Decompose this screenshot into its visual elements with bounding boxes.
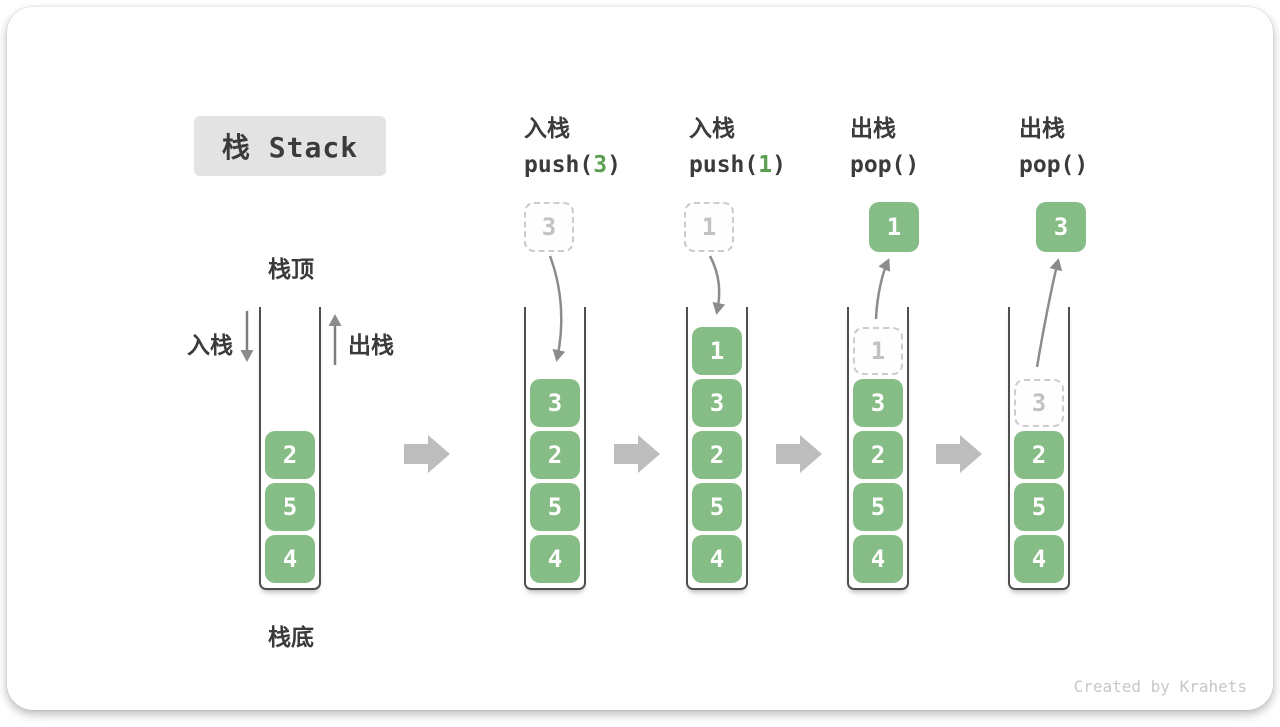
step-header-push3: 入栈 push(3) bbox=[524, 109, 621, 178]
op-call: push(3) bbox=[524, 152, 621, 178]
op-call: pop() bbox=[850, 152, 920, 178]
stack-container-3 bbox=[686, 307, 748, 590]
op-name: 入栈 bbox=[689, 116, 735, 142]
stack-value: 2 bbox=[692, 431, 742, 479]
stack-container-5 bbox=[1008, 307, 1070, 590]
stack-value: 4 bbox=[530, 535, 580, 583]
ghost-popped-slot: 1 bbox=[853, 327, 903, 375]
op-call: pop() bbox=[1019, 152, 1089, 178]
op-arg: 3 bbox=[593, 152, 608, 178]
stack-value: 4 bbox=[692, 535, 742, 583]
next-step-arrow bbox=[776, 435, 822, 473]
stack-value: 1 bbox=[692, 327, 742, 375]
step-header-pop3: 出栈 pop() bbox=[1019, 109, 1088, 178]
stack-value: 3 bbox=[692, 379, 742, 427]
stack-value: 2 bbox=[1014, 431, 1064, 479]
op-name: 出栈 bbox=[1019, 116, 1065, 142]
popped-value-box: 1 bbox=[869, 202, 919, 252]
stack-container-4 bbox=[847, 307, 909, 590]
op-name: 入栈 bbox=[524, 116, 570, 142]
stack-container-1 bbox=[259, 307, 321, 590]
stack-value: 5 bbox=[692, 483, 742, 531]
op-call: push(1) bbox=[689, 152, 786, 178]
op-name: 出栈 bbox=[850, 116, 896, 142]
ghost-popped-slot: 3 bbox=[1014, 379, 1064, 427]
arrows-overlay bbox=[240, 255, 1063, 473]
step-header-pop1: 出栈 pop() bbox=[850, 109, 919, 178]
op-arg: 1 bbox=[758, 152, 773, 178]
stack-value: 5 bbox=[530, 483, 580, 531]
stack-value: 4 bbox=[1014, 535, 1064, 583]
next-step-arrow bbox=[404, 435, 450, 473]
incoming-value-box: 1 bbox=[684, 202, 734, 252]
next-step-arrow bbox=[936, 435, 982, 473]
stack-bottom-label: 栈底 bbox=[268, 625, 314, 651]
stack-value: 4 bbox=[265, 535, 315, 583]
diagram-card: 栈 Stack 栈顶 栈底 入栈 出栈 入栈 push(3) 入栈 push(1… bbox=[7, 7, 1273, 710]
stack-value: 3 bbox=[853, 379, 903, 427]
pop-direction-label: 出栈 bbox=[348, 333, 394, 359]
stack-value: 5 bbox=[853, 483, 903, 531]
push-flow-arrow bbox=[708, 255, 726, 315]
push-direction-label: 入栈 bbox=[187, 333, 233, 359]
diagram-title: 栈 Stack bbox=[221, 131, 359, 164]
stack-value: 4 bbox=[853, 535, 903, 583]
incoming-value-box: 3 bbox=[524, 202, 574, 252]
watermark: Created by Krahets bbox=[1073, 677, 1247, 696]
stack-value: 2 bbox=[530, 431, 580, 479]
stack-value: 2 bbox=[853, 431, 903, 479]
popped-value-box: 3 bbox=[1036, 202, 1086, 252]
diagram-title-box: 栈 Stack bbox=[194, 116, 386, 176]
stack-top-label: 栈顶 bbox=[268, 257, 314, 283]
step-header-push1: 入栈 push(1) bbox=[689, 109, 786, 178]
next-step-arrow bbox=[614, 435, 660, 473]
stack-value: 2 bbox=[265, 431, 315, 479]
stack-container-2 bbox=[524, 307, 586, 590]
stack-value: 5 bbox=[265, 483, 315, 531]
stack-value: 3 bbox=[530, 379, 580, 427]
stack-value: 5 bbox=[1014, 483, 1064, 531]
